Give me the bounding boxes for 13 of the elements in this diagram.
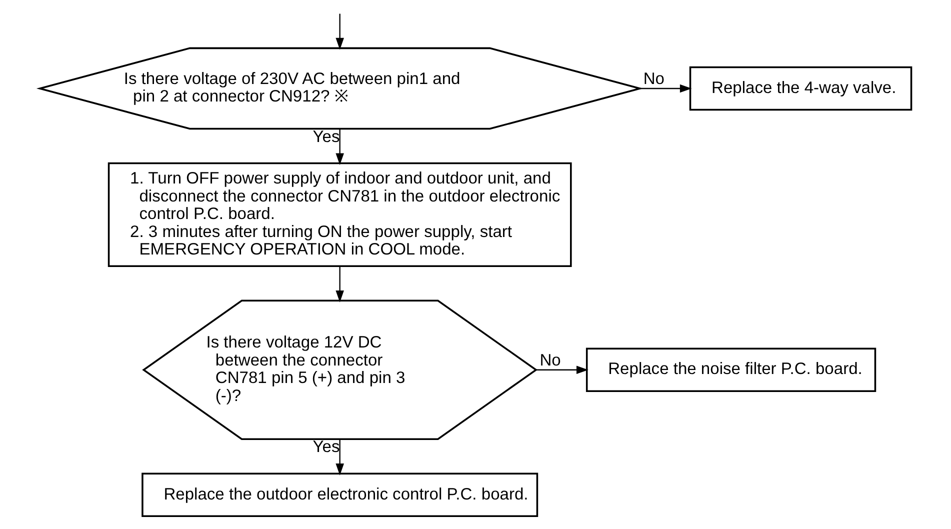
arrow <box>640 84 692 93</box>
edge-label: No <box>540 350 561 370</box>
arrow <box>336 439 344 476</box>
arrow <box>336 14 344 50</box>
edge-label: No <box>643 68 664 88</box>
arrow <box>536 366 588 374</box>
node-box: 1. Turn OFF power supply of indoor and outdoor unit, and disconnect the connector CN781 in the outdoor electronic control P.C. board. 2. 3 minutes after turning ON the power supply, start EMERGENCY OPERATION in COOL mode. <box>108 162 572 267</box>
edge-label: Yes <box>312 437 340 456</box>
arrow <box>336 266 344 302</box>
arrow <box>336 128 344 166</box>
node-box: Replace the 4-way valve. <box>689 66 912 111</box>
node-box: Replace the noise filter P.C. board. <box>586 348 876 392</box>
node-box: Replace the outdoor electronic control P.C. board. <box>142 472 538 518</box>
